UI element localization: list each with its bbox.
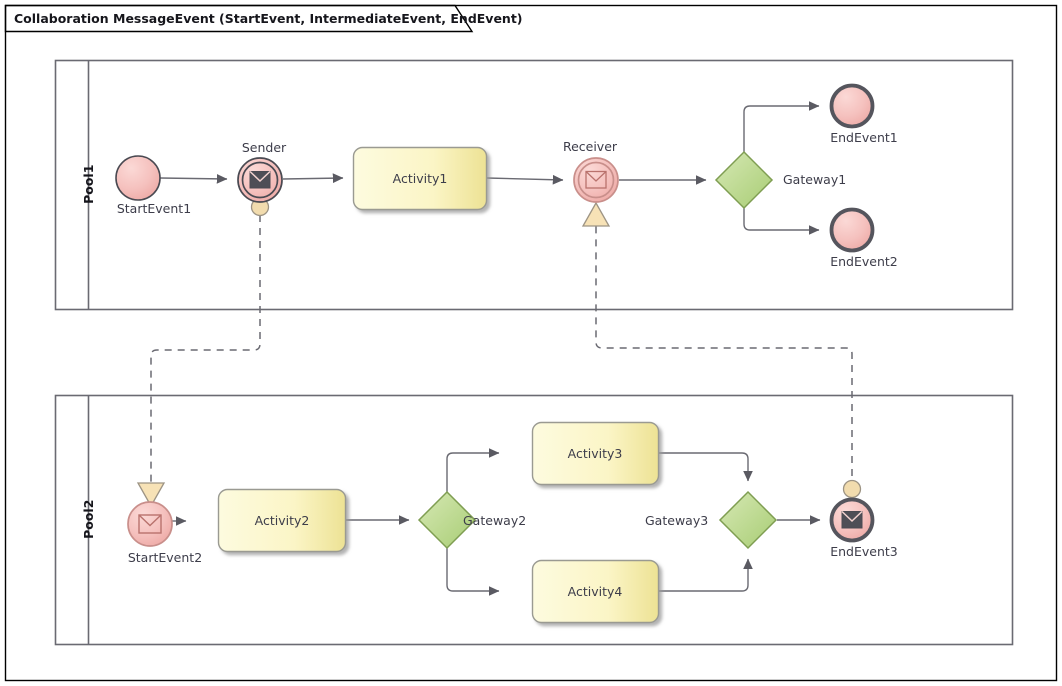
message-flow-sender-to-startevent2[interactable]	[136, 197, 270, 508]
flow-start1-sender	[159, 173, 228, 184]
node-receiver[interactable]	[573, 157, 619, 203]
node-startevent1[interactable]	[115, 155, 161, 201]
frame-title: Collaboration MessageEvent (StartEvent, …	[14, 11, 523, 26]
message-flow-target-arrowhead	[136, 482, 166, 508]
flow-activity3-gateway3	[659, 452, 753, 482]
node-endevent1[interactable]	[829, 83, 875, 129]
diagram-frame	[4, 4, 1058, 682]
node-activity1[interactable]	[352, 146, 488, 211]
node-activity2[interactable]	[217, 488, 347, 553]
message-flow-target-arrowhead	[581, 201, 611, 227]
sequence-flows-pool1	[159, 101, 820, 235]
pool-1-shape[interactable]	[54, 59, 1014, 311]
envelope-filled-icon	[249, 170, 271, 189]
flow-activity1-receiver	[486, 174, 564, 185]
message-flow-source-dot	[842, 479, 862, 499]
node-startevent2[interactable]	[127, 501, 173, 547]
pool-label-pool2: Pool2	[80, 499, 96, 539]
node-activity3[interactable]	[531, 421, 660, 486]
envelope-outline-icon	[585, 170, 607, 189]
pool-2-shape[interactable]	[54, 394, 1014, 646]
flow-gateway2-activity3	[446, 448, 500, 492]
node-gateway1[interactable]	[714, 150, 774, 210]
node-endevent2[interactable]	[829, 207, 875, 253]
sequence-flows-pool2	[172, 448, 821, 596]
envelope-filled-icon	[841, 510, 863, 529]
node-activity4[interactable]	[531, 559, 660, 624]
node-gateway3[interactable]	[718, 490, 778, 550]
message-flow-endevent3-to-receiver[interactable]	[581, 201, 862, 499]
node-gateway2[interactable]	[417, 490, 477, 550]
flow-gateway1-end1	[743, 101, 820, 152]
flow-gateway2-activity4	[446, 548, 500, 596]
pool-label-pool1: Pool1	[80, 164, 96, 204]
flow-activity4-gateway3	[659, 558, 753, 592]
flow-sender-activity1	[282, 173, 344, 184]
node-sender[interactable]	[237, 157, 283, 203]
flow-gateway1-end2	[743, 208, 820, 235]
node-endevent3[interactable]	[829, 497, 875, 543]
envelope-outline-icon	[138, 514, 162, 534]
